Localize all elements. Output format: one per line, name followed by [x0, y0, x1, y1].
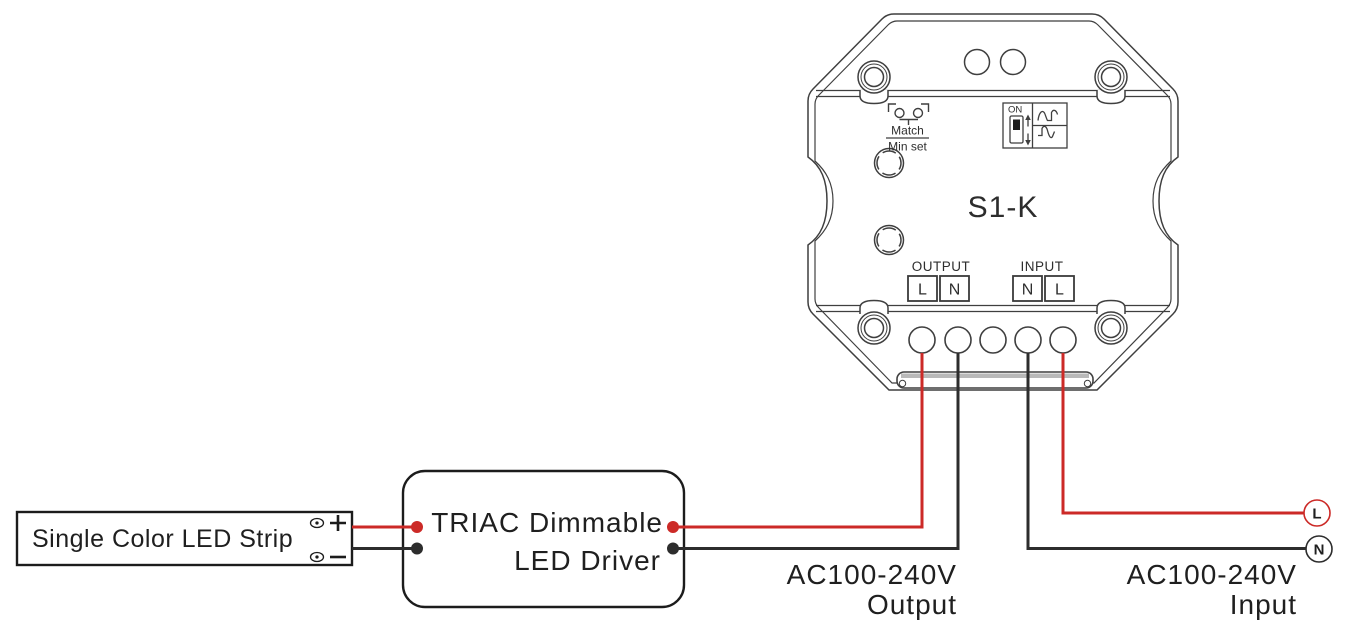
leading-edge-waveform-icon	[1038, 125, 1056, 139]
dot-red	[667, 521, 679, 533]
screw-collar	[859, 90, 889, 105]
polarity-marks	[330, 515, 346, 559]
screw-collar	[859, 299, 889, 314]
dot-red	[411, 521, 423, 533]
button-connector	[899, 118, 918, 125]
solder-pad-icon	[309, 551, 325, 563]
trailing-edge-waveform-icon	[1037, 109, 1059, 122]
neutral-terminal-letter: N	[1314, 542, 1325, 559]
wire-output-neutral-black	[673, 353, 960, 550]
plus-icon	[330, 515, 346, 531]
led-strip	[15, 510, 354, 567]
wire-input-live-red	[1061, 353, 1304, 515]
dip-switch-body	[1009, 115, 1024, 144]
dip-switch-knob	[1013, 119, 1020, 130]
match-button-icon	[912, 107, 924, 119]
driver-box	[401, 469, 686, 609]
terminal-boxes	[907, 275, 1075, 302]
min-set-label: Min set	[888, 140, 927, 154]
ac-output-line1: AC100-240V	[787, 559, 957, 590]
output-terminal-L: L	[918, 282, 927, 299]
output-N-box	[939, 275, 970, 302]
solder-pad-icon	[309, 517, 325, 529]
led-strip-label: Single Color LED Strip	[32, 525, 293, 553]
input-L-box	[1044, 275, 1075, 302]
match-button-icon	[894, 107, 905, 119]
match-label: Match	[891, 124, 924, 138]
bracket-icon	[921, 103, 930, 112]
neutral-terminal-circle	[1305, 535, 1333, 563]
screw-collar	[1096, 90, 1126, 105]
wire-terminal-holes	[908, 326, 1077, 354]
wires	[352, 353, 1306, 550]
knockout-hole	[999, 48, 1027, 76]
live-terminal-circle	[1303, 499, 1331, 527]
adjustment-dials	[873, 147, 905, 256]
output-L-box	[907, 275, 938, 302]
match-buttons	[886, 103, 930, 139]
dimmer-device	[807, 13, 1179, 391]
knockout-hole	[963, 48, 991, 76]
bracket-icon	[887, 103, 896, 112]
led-driver	[401, 469, 686, 609]
output-terminal-N: N	[949, 282, 961, 299]
dip-on-label: ON	[1008, 105, 1022, 116]
device-model-label: S1-K	[968, 191, 1039, 224]
arrow-down-head	[1025, 140, 1031, 146]
screw-collar	[1096, 299, 1126, 314]
driver-connection-dots	[411, 521, 679, 555]
arrow-up-head	[1025, 114, 1031, 120]
ac-input-line2: Input	[1230, 589, 1297, 620]
output-label: OUTPUT	[912, 259, 971, 274]
input-label: INPUT	[1021, 259, 1064, 274]
driver-label-line2: LED Driver	[514, 545, 661, 576]
dot-black	[411, 542, 423, 555]
driver-label-line1: TRIAC Dimmable	[431, 507, 663, 538]
dot-black	[667, 542, 679, 555]
terminal-cover-bar	[896, 371, 1094, 389]
mains-terminals	[1303, 499, 1333, 563]
wire-output-live-red	[673, 353, 924, 529]
corner-screws	[857, 60, 1128, 345]
ac-output-line2: Output	[867, 589, 957, 620]
led-strip-box	[15, 510, 354, 567]
wire-input-neutral-black	[1026, 353, 1306, 550]
input-terminal-N: N	[1022, 282, 1034, 299]
ac-input-line1: AC100-240V	[1127, 559, 1297, 590]
live-terminal-letter: L	[1312, 506, 1321, 523]
dip-switch-block	[1002, 102, 1068, 149]
input-N-box	[1012, 275, 1043, 302]
input-terminal-L: L	[1055, 282, 1064, 299]
